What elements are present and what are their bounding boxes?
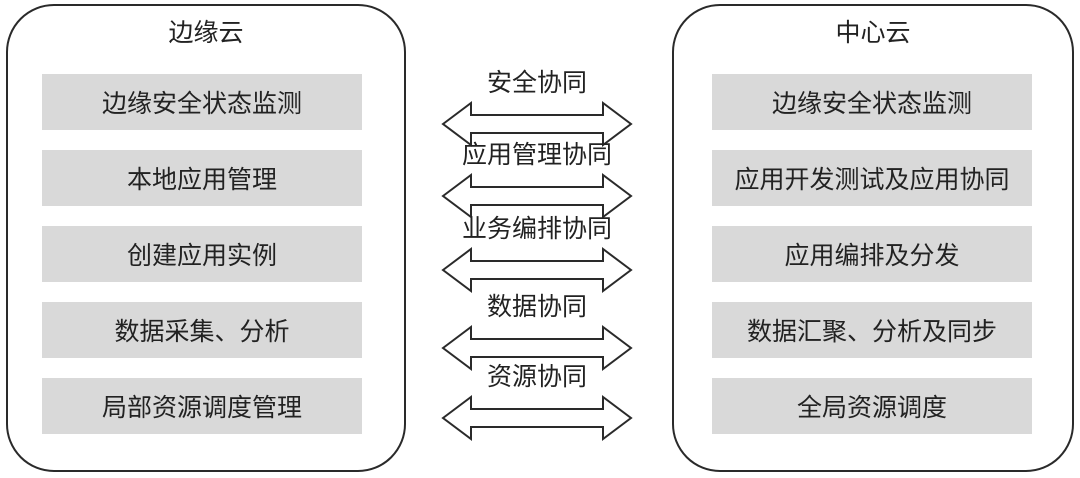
double-arrow-icon (441, 325, 633, 371)
resource-collab: 资源协同 (440, 362, 634, 448)
resource-collab-label: 资源协同 (486, 362, 587, 391)
data-collab-label: 数据协同 (486, 292, 587, 321)
double-arrow-icon (441, 395, 633, 441)
edge-item-security-monitoring: 边缘安全状态监测 (42, 74, 362, 130)
business-orchestration-collab-label: 业务编排协同 (461, 214, 612, 243)
edge-item-data-collection: 数据采集、分析 (42, 302, 362, 358)
edge-item-local-resource-scheduling: 局部资源调度管理 (42, 378, 362, 434)
double-arrow-icon (441, 247, 633, 293)
edge-item-create-app-instance: 创建应用实例 (42, 226, 362, 282)
security-collab-label: 安全协同 (486, 68, 587, 97)
center-cloud-panel: 中心云 边缘安全状态监测 应用开发测试及应用协同 应用编排及分发 数据汇聚、分析… (672, 4, 1074, 472)
center-item-data-aggregation: 数据汇聚、分析及同步 (712, 302, 1032, 358)
double-arrow-icon (441, 173, 633, 219)
double-arrow-icon (441, 101, 633, 147)
edge-cloud-title: 边缘云 (168, 18, 244, 47)
app-management-collab-label: 应用管理协同 (461, 140, 612, 169)
center-item-app-dev-test: 应用开发测试及应用协同 (712, 150, 1032, 206)
edge-item-local-app-management: 本地应用管理 (42, 150, 362, 206)
app-management-collab: 应用管理协同 (440, 140, 634, 226)
center-item-security-monitoring: 边缘安全状态监测 (712, 74, 1032, 130)
center-item-global-resource-scheduling: 全局资源调度 (712, 378, 1032, 434)
center-cloud-title: 中心云 (835, 18, 911, 47)
center-item-app-orchestration: 应用编排及分发 (712, 226, 1032, 282)
data-collab: 数据协同 (440, 292, 634, 378)
edge-cloud-panel: 边缘云 边缘安全状态监测 本地应用管理 创建应用实例 数据采集、分析 局部资源调… (6, 4, 406, 472)
security-collab: 安全协同 (440, 68, 634, 154)
business-orchestration-collab: 业务编排协同 (440, 214, 634, 300)
